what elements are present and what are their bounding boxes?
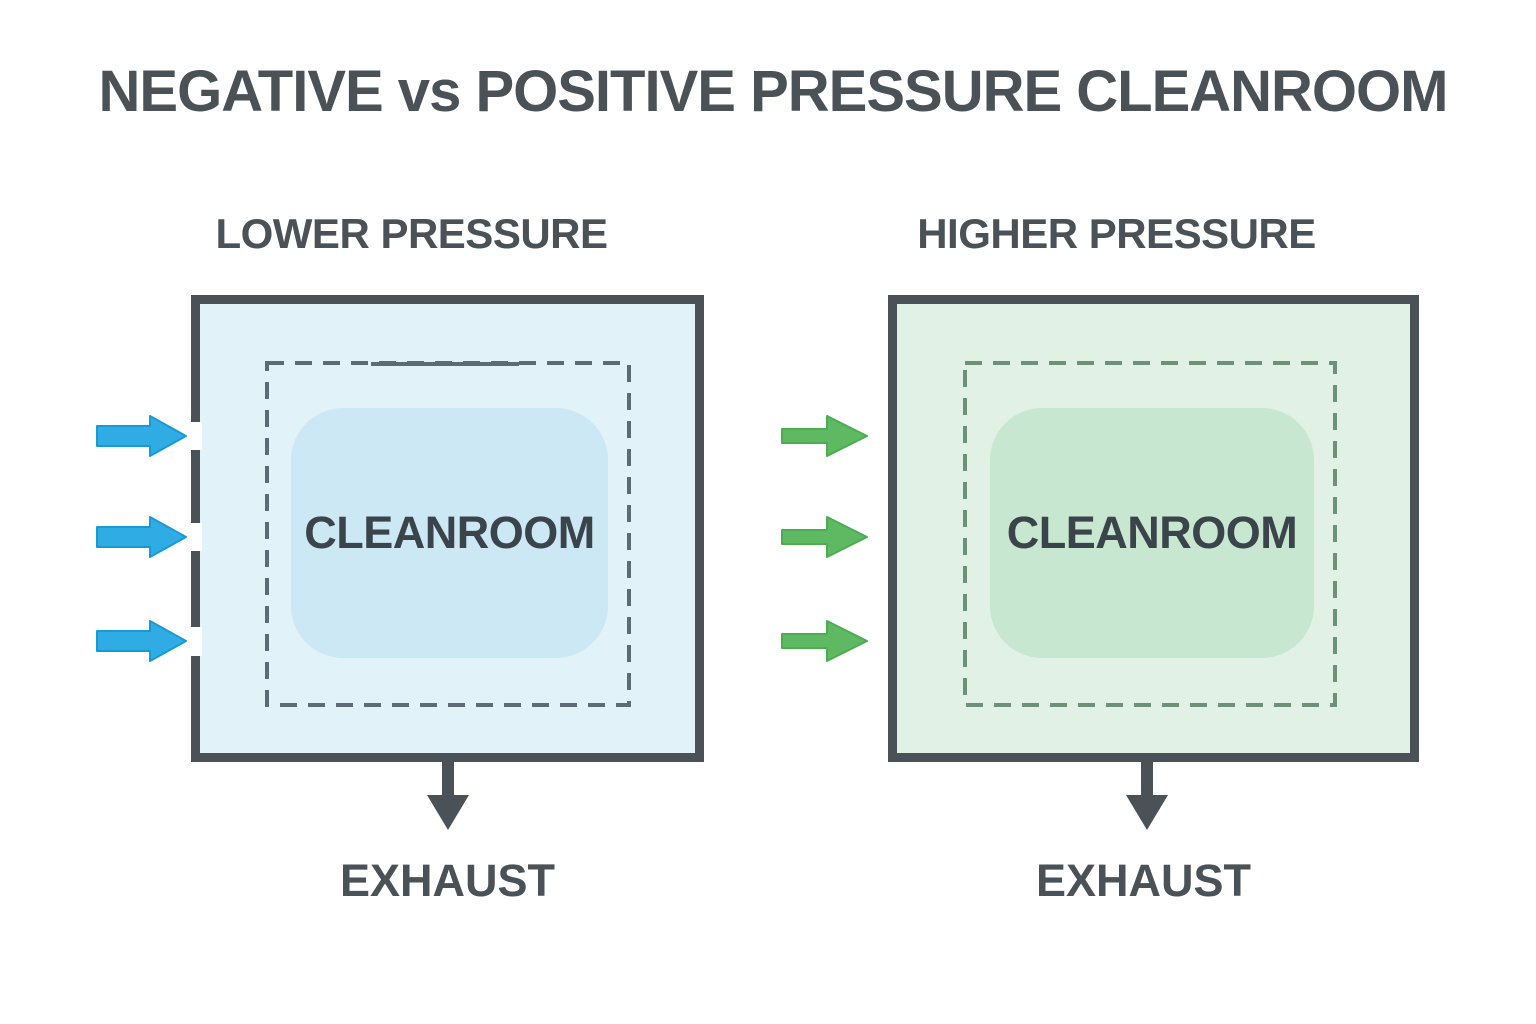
positive-dashed-boundary — [963, 361, 1337, 707]
inflow-arrow-icon — [781, 516, 868, 558]
negative-panel-header: LOWER PRESSURE — [215, 210, 608, 257]
inflow-arrow-icon — [96, 620, 187, 662]
ceiling-filter-line — [371, 362, 519, 366]
inflow-arrow-icon — [96, 415, 187, 457]
wall-opening — [189, 523, 202, 551]
exhaust-label: EXHAUST — [339, 855, 556, 906]
inflow-arrow-icon — [96, 516, 187, 558]
positive-panel-header: HIGHER PRESSURE — [917, 210, 1316, 257]
cleanroom-label: CLEANROOM — [304, 507, 595, 558]
inflow-arrow-icon — [781, 620, 868, 662]
wall-opening — [189, 422, 202, 450]
inflow-arrow-icon — [781, 415, 868, 457]
diagram-title: NEGATIVE vs POSITIVE PRESSURE CLEANROOM — [98, 59, 1449, 124]
exhaust-label: EXHAUST — [1035, 855, 1252, 906]
exhaust-arrow-icon — [427, 755, 469, 830]
cleanroom-label: CLEANROOM — [1006, 507, 1298, 558]
exhaust-arrow-icon — [1126, 755, 1168, 830]
negative-cleanroom-area: CLEANROOM — [291, 408, 608, 658]
positive-cleanroom-area: CLEANROOM — [990, 408, 1314, 658]
wall-opening — [189, 627, 202, 656]
